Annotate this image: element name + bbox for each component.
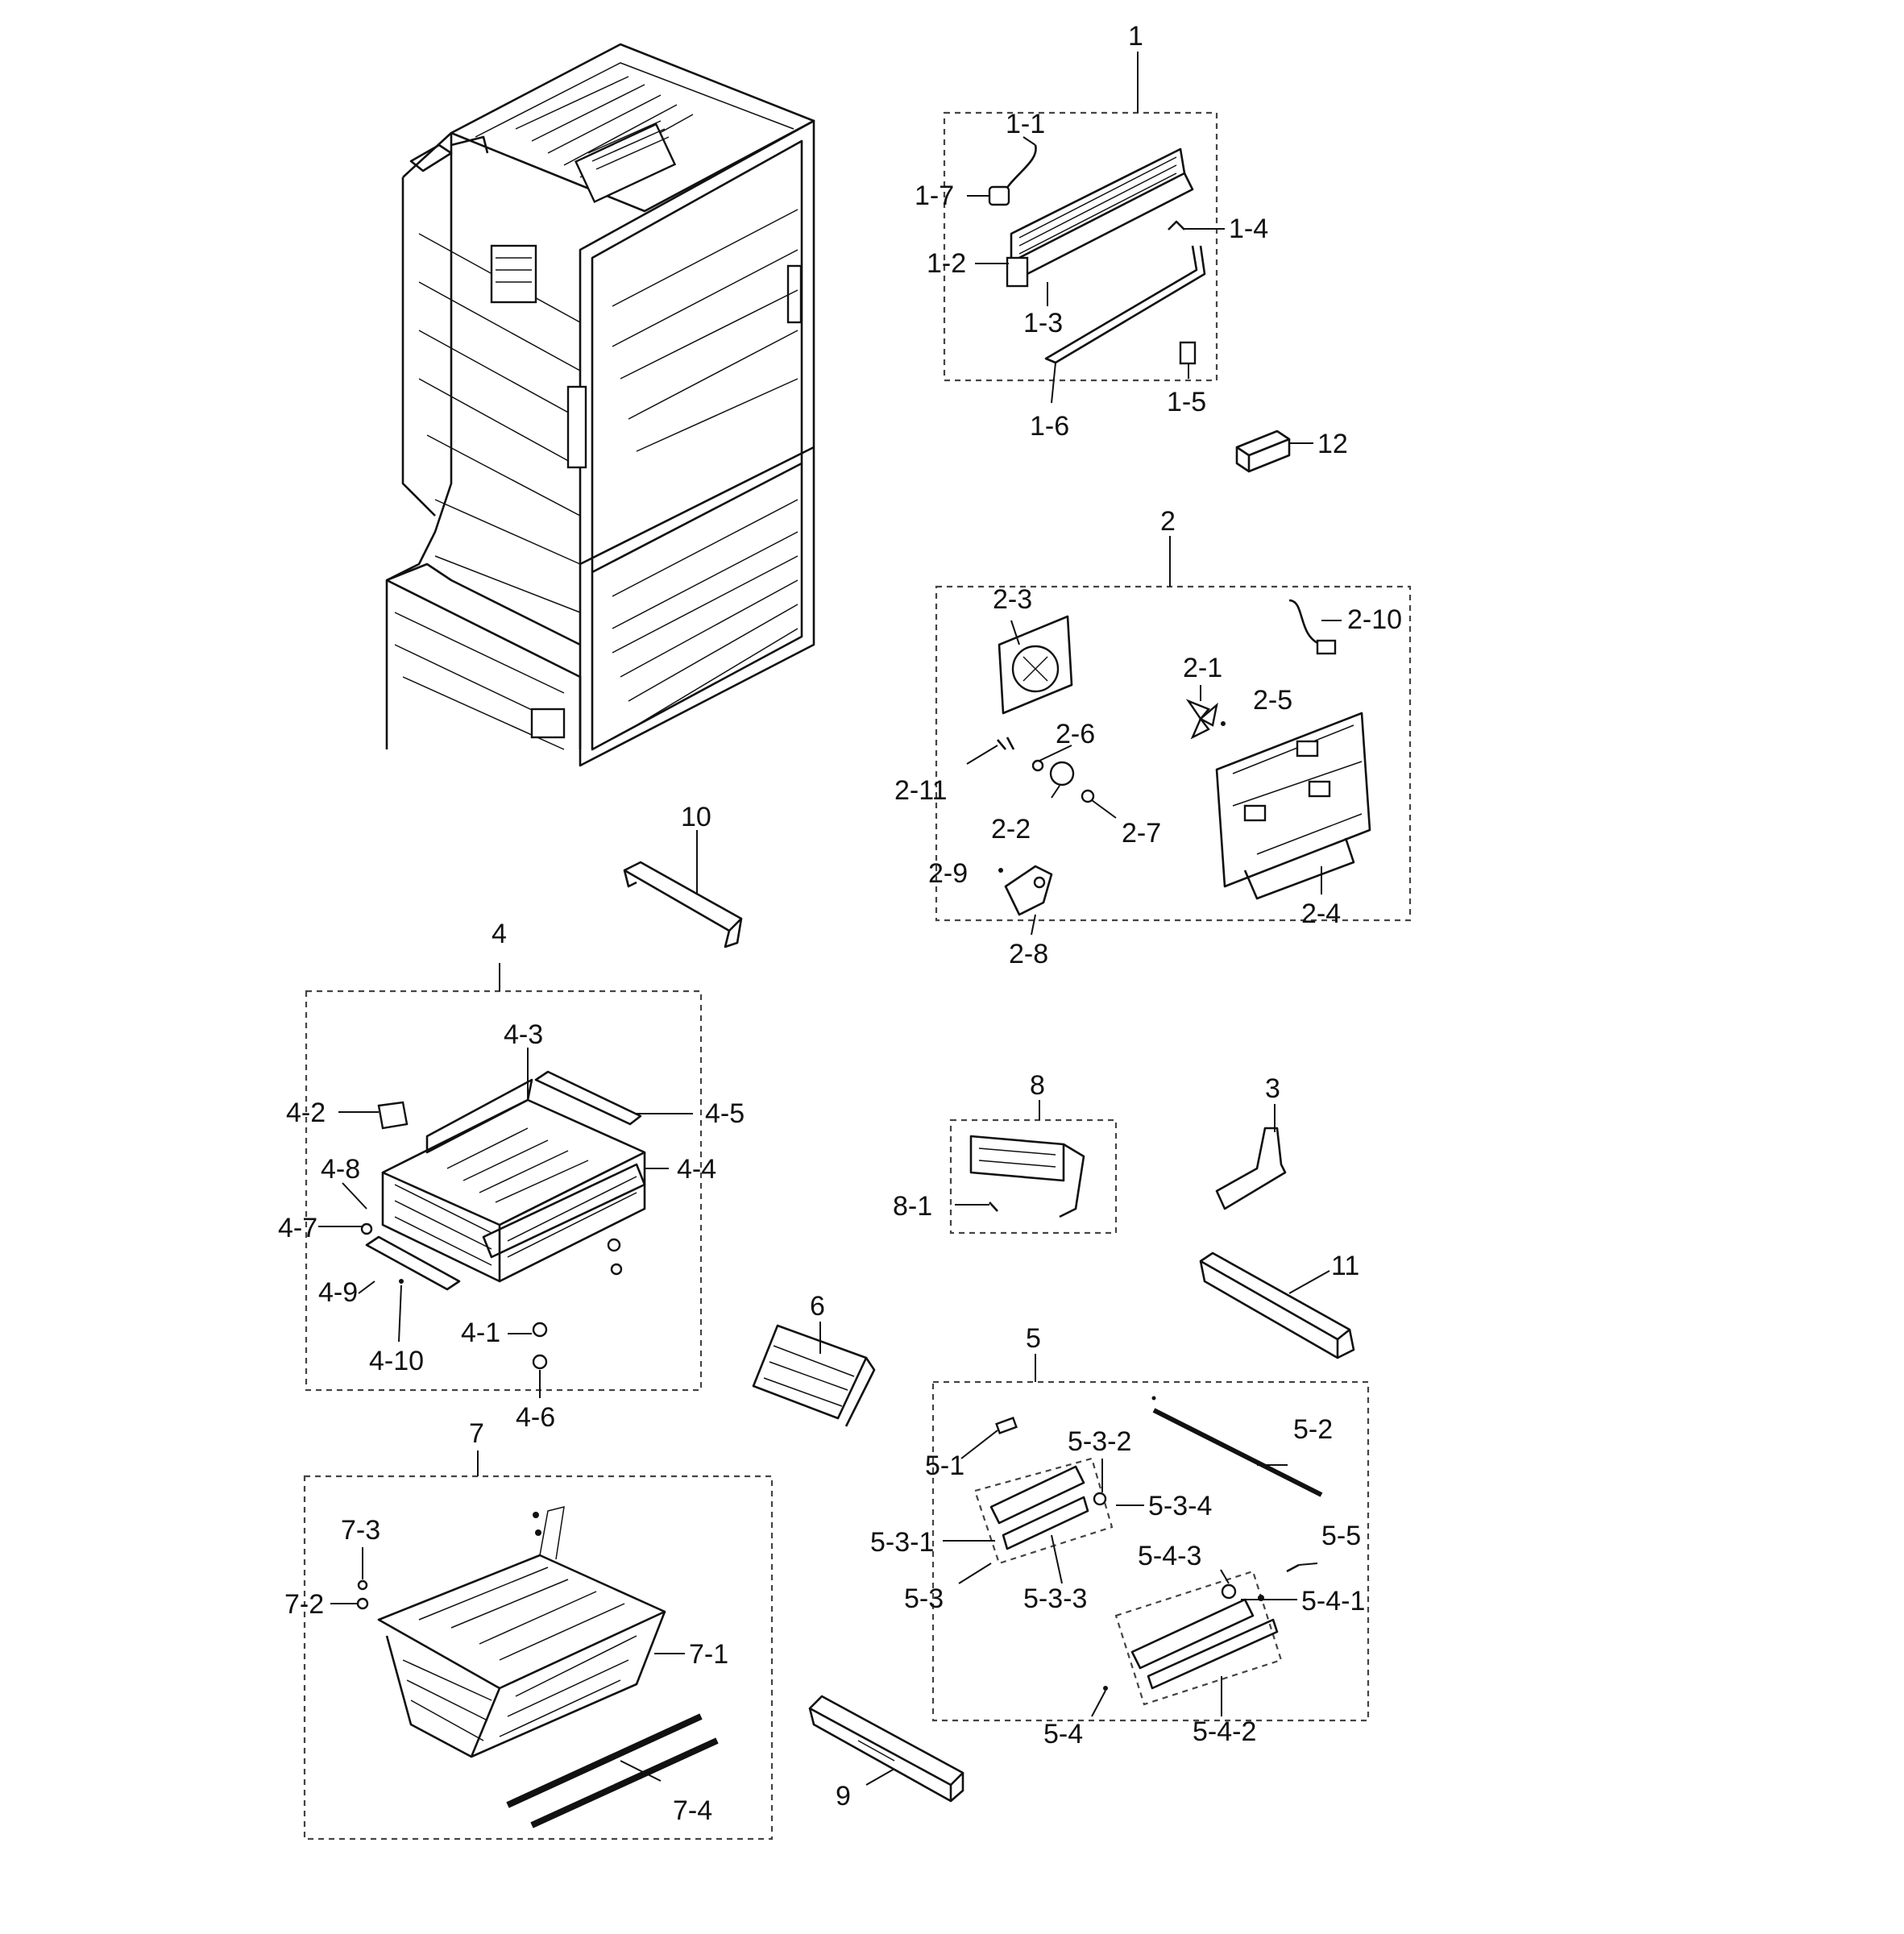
callout-2-2: 2-2 xyxy=(991,814,1031,845)
callout-5-4-3: 5-4-3 xyxy=(1138,1541,1201,1571)
callout-7: 7 xyxy=(469,1418,484,1449)
callout-4-8: 4-8 xyxy=(321,1154,360,1185)
callout-4-3: 4-3 xyxy=(504,1019,543,1050)
group-2-fan-assembly xyxy=(935,536,1412,936)
callout-labels: 1 1-1 1-7 1-4 1-2 1-3 1-5 1-6 12 2 2-3 2… xyxy=(278,21,1402,1826)
callout-5-1: 5-1 xyxy=(925,1450,964,1481)
callout-4: 4 xyxy=(492,919,507,949)
callout-4-6: 4-6 xyxy=(516,1402,555,1433)
callout-5-4: 5-4 xyxy=(1043,1719,1083,1749)
callout-4-2: 4-2 xyxy=(286,1098,326,1128)
part-11 xyxy=(1199,1251,1355,1359)
callout-2-5: 2-5 xyxy=(1253,685,1292,716)
callout-7-1: 7-1 xyxy=(689,1639,728,1670)
group-5-slide-assembly xyxy=(931,1354,1370,1722)
callout-2-4: 2-4 xyxy=(1301,899,1341,929)
group-4-upper-drawer xyxy=(305,963,703,1398)
callout-4-5: 4-5 xyxy=(705,1098,745,1129)
callout-1: 1 xyxy=(1128,21,1143,52)
part-10 xyxy=(623,830,743,948)
callout-5-3-2: 5-3-2 xyxy=(1068,1426,1131,1457)
callout-5-5: 5-5 xyxy=(1321,1521,1361,1551)
callout-1-7: 1-7 xyxy=(915,181,954,211)
callout-5-4-1: 5-4-1 xyxy=(1301,1586,1365,1617)
callout-2-9: 2-9 xyxy=(928,858,968,889)
cabinet-illustration xyxy=(385,43,815,767)
callout-2-10: 2-10 xyxy=(1347,604,1402,635)
callout-9: 9 xyxy=(836,1781,851,1812)
callout-6: 6 xyxy=(810,1291,825,1322)
callout-1-1: 1-1 xyxy=(1006,109,1045,139)
callout-5-3: 5-3 xyxy=(904,1583,944,1614)
part-12 xyxy=(1235,430,1313,473)
callout-1-3: 1-3 xyxy=(1023,308,1063,338)
callout-4-7: 4-7 xyxy=(278,1213,317,1243)
callout-8: 8 xyxy=(1030,1070,1045,1101)
callout-4-10: 4-10 xyxy=(369,1346,424,1376)
part-6 xyxy=(752,1322,876,1427)
callout-5-2: 5-2 xyxy=(1293,1414,1333,1445)
group-7-lower-basket xyxy=(303,1450,774,1841)
callout-1-6: 1-6 xyxy=(1030,411,1069,442)
callout-5-3-4: 5-3-4 xyxy=(1148,1491,1212,1521)
part-9 xyxy=(808,1695,964,1803)
callout-7-4: 7-4 xyxy=(673,1795,712,1826)
callout-1-5: 1-5 xyxy=(1167,387,1206,417)
callout-4-1: 4-1 xyxy=(461,1318,500,1348)
callout-2-6: 2-6 xyxy=(1056,719,1095,749)
callout-4-4: 4-4 xyxy=(677,1154,716,1185)
callout-2-11: 2-11 xyxy=(894,775,948,806)
callout-1-4: 1-4 xyxy=(1229,214,1268,244)
callout-10: 10 xyxy=(681,802,711,832)
callout-2-3: 2-3 xyxy=(993,584,1032,615)
callout-5-4-2: 5-4-2 xyxy=(1193,1716,1256,1747)
callout-2-7: 2-7 xyxy=(1122,818,1161,849)
callout-1-2: 1-2 xyxy=(927,248,966,279)
callout-5: 5 xyxy=(1026,1323,1041,1354)
callout-12: 12 xyxy=(1317,429,1348,459)
callout-3: 3 xyxy=(1265,1073,1280,1104)
part-3 xyxy=(1215,1104,1287,1210)
callout-5-3-1: 5-3-1 xyxy=(870,1527,934,1558)
callout-11: 11 xyxy=(1331,1251,1359,1281)
group-8-assembly xyxy=(949,1100,1118,1235)
callout-2-1: 2-1 xyxy=(1183,653,1222,683)
group-1-evaporator-assembly xyxy=(943,52,1225,404)
callout-7-3: 7-3 xyxy=(341,1515,380,1546)
callout-4-9: 4-9 xyxy=(318,1277,358,1308)
callout-2: 2 xyxy=(1160,506,1176,537)
callout-8-1: 8-1 xyxy=(893,1191,932,1222)
callout-5-3-3: 5-3-3 xyxy=(1023,1583,1087,1614)
callout-7-2: 7-2 xyxy=(284,1589,324,1620)
callout-2-8: 2-8 xyxy=(1009,939,1048,969)
